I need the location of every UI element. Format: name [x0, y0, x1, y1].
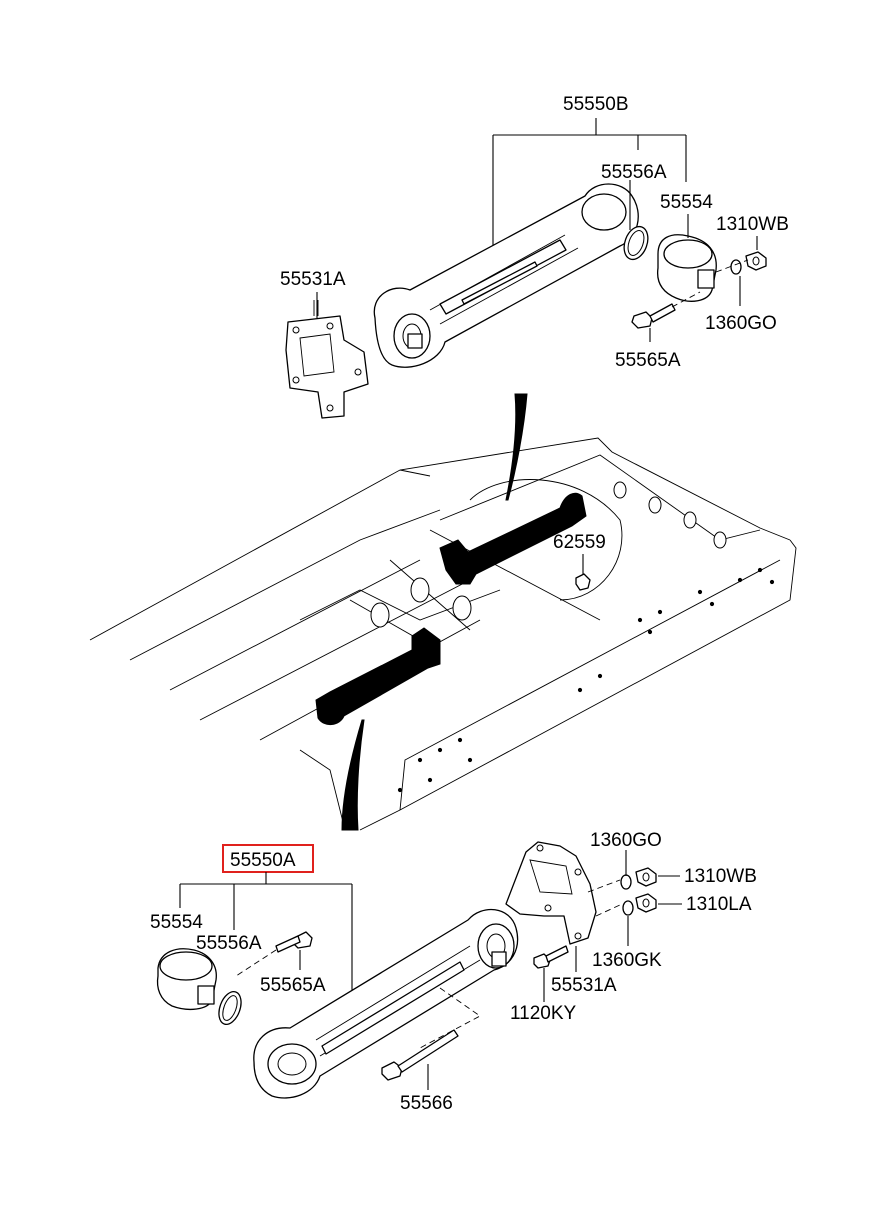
label-frame-nut[interactable]: 62559 — [553, 532, 606, 553]
label-snap-ring-bottom[interactable]: 55556A — [196, 933, 262, 954]
top-bushing — [656, 234, 717, 302]
bolt-1120ky — [533, 945, 569, 969]
bottom-snap-ring — [218, 991, 242, 1025]
label-long-bolt[interactable]: 55566 — [400, 1093, 453, 1114]
label-snap-ring-top[interactable]: 55556A — [601, 162, 667, 183]
vehicle-frame — [89, 393, 797, 831]
label-55550a[interactable]: 55550A — [230, 850, 296, 871]
asm-a-highlight-box[interactable] — [222, 844, 314, 873]
label-nut-top[interactable]: 1310WB — [716, 214, 789, 235]
label-nut-wb[interactable]: 1310WB — [684, 866, 757, 887]
bottom-bolt-55565a — [235, 931, 313, 977]
bottom-assembly — [156, 841, 682, 1099]
label-bracket-bottom[interactable]: 55531A — [551, 975, 617, 996]
top-assembly — [285, 118, 767, 419]
label-bracket-top[interactable]: 55531A — [280, 269, 346, 290]
bottom-lateral-arm — [253, 908, 519, 1099]
label-55550b[interactable]: 55550B — [563, 94, 629, 115]
frame-rivets — [397, 567, 775, 793]
label-bushing-bottom[interactable]: 55554 — [150, 912, 203, 933]
top-lateral-arm — [373, 183, 639, 368]
long-bolt — [381, 1029, 459, 1081]
bottom-bracket — [505, 841, 623, 945]
label-bolt-bottom[interactable]: 55565A — [260, 975, 326, 996]
top-washer-nut — [715, 251, 767, 275]
part-labels: 55550B 55556A 55554 1310WB 55531A 1360GO… — [150, 94, 789, 1114]
top-snap-ring — [623, 225, 649, 261]
frame-nut — [575, 573, 591, 591]
bottom-bushing — [156, 948, 217, 1011]
label-bolt-top[interactable]: 55565A — [615, 350, 681, 371]
label-washer-gk[interactable]: 1360GK — [592, 950, 662, 971]
top-bracket — [285, 300, 369, 419]
label-washer-top[interactable]: 1360GO — [705, 313, 777, 334]
top-bolt — [631, 291, 701, 329]
label-nut-la[interactable]: 1310LA — [686, 894, 752, 915]
bottom-washers-nuts — [620, 867, 657, 916]
label-bushing-top[interactable]: 55554 — [660, 192, 713, 213]
label-bolt-ky[interactable]: 1120KY — [510, 1003, 577, 1024]
label-washer-go[interactable]: 1360GO — [590, 830, 662, 851]
